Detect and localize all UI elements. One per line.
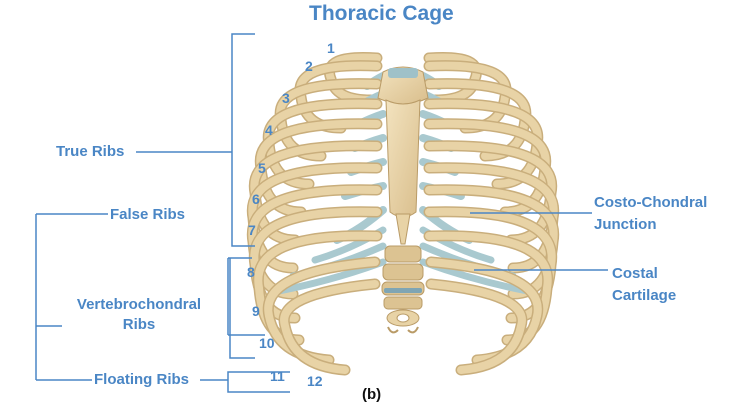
label-false-ribs: False Ribs bbox=[110, 206, 186, 223]
label-true-ribs: True Ribs bbox=[56, 143, 125, 160]
vertebral-column bbox=[381, 245, 425, 334]
rib-number-6: 6 bbox=[252, 191, 260, 207]
diagram-title: Thoracic Cage bbox=[309, 2, 454, 25]
rib-number-5: 5 bbox=[258, 160, 266, 176]
rib-number-2: 2 bbox=[305, 58, 313, 74]
label-costo-chondral-line1: Costo-Chondral bbox=[594, 194, 708, 211]
rib-1-left bbox=[425, 53, 481, 104]
rib-number-7: 7 bbox=[248, 222, 256, 238]
label-costo-chondral-junction: Costo-Chondral Junction bbox=[594, 192, 707, 236]
rib-number-9: 9 bbox=[252, 303, 260, 319]
ribs-group bbox=[246, 51, 560, 376]
label-vertebrochondral-ribs: Vertebrochondral Ribs bbox=[64, 296, 214, 333]
label-vertebrochondral-line1: Vertebrochondral bbox=[76, 296, 202, 313]
label-costal-cartilage-line2: Cartilage bbox=[612, 287, 677, 304]
rib-8-right bbox=[248, 185, 381, 298]
rib-number-11: 11 bbox=[270, 368, 285, 384]
rib-number-12: 12 bbox=[307, 373, 323, 389]
rib-12-right bbox=[280, 280, 379, 374]
true-ribs-bracket bbox=[231, 33, 255, 247]
label-vertebrochondral-line2: Ribs bbox=[122, 316, 156, 333]
vertebrochondral-bracket bbox=[227, 257, 265, 336]
sternum bbox=[377, 66, 429, 245]
leader-lines bbox=[35, 33, 608, 393]
rib-number-4: 4 bbox=[265, 122, 273, 138]
label-floating-ribs: Floating Ribs bbox=[94, 371, 189, 388]
left-group-bracket bbox=[35, 213, 108, 381]
rib-number-10: 10 bbox=[259, 335, 275, 351]
label-costal-cartilage: Costal Cartilage bbox=[612, 263, 676, 307]
floating-ribs-bracket bbox=[227, 371, 290, 393]
label-costo-chondral-line2: Junction bbox=[594, 216, 657, 233]
false-ribs-bracket bbox=[229, 258, 255, 359]
rib-number-3: 3 bbox=[282, 90, 290, 106]
rib-number-8: 8 bbox=[247, 264, 255, 280]
rib-8-left bbox=[425, 185, 558, 298]
label-costal-cartilage-line1: Costal bbox=[612, 265, 658, 282]
rib-1-right bbox=[325, 53, 381, 104]
rib-12-left bbox=[427, 280, 526, 374]
rib-number-1: 1 bbox=[327, 40, 335, 56]
figure-label: (b) bbox=[362, 386, 382, 403]
